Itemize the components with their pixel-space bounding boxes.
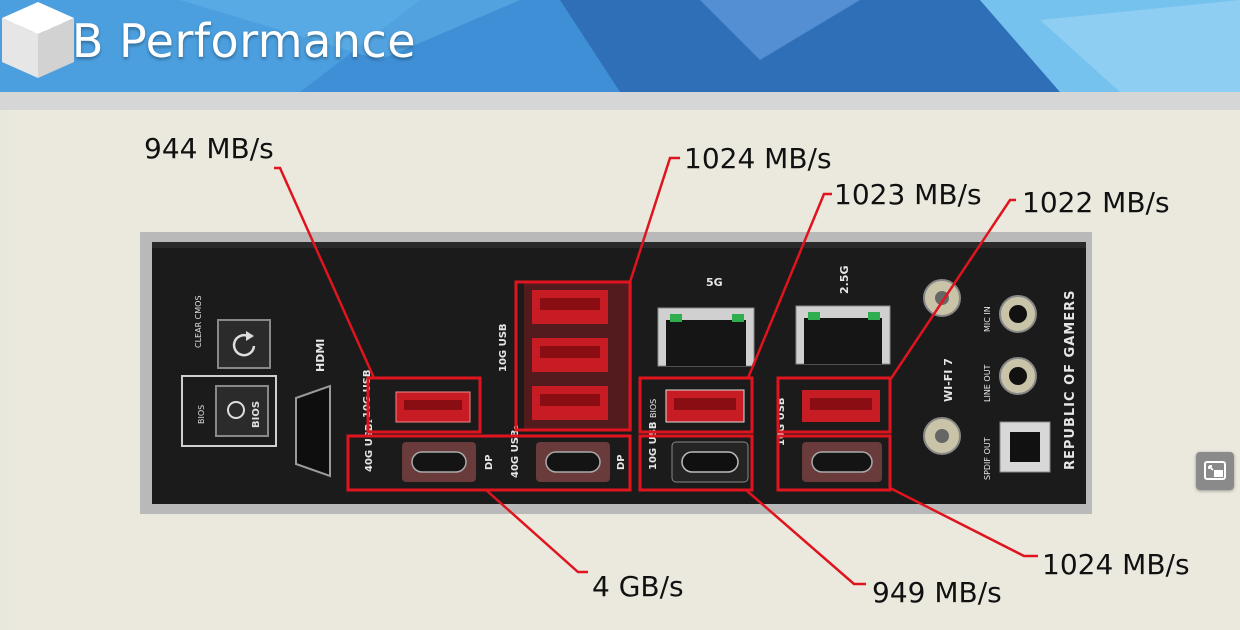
leader-1022	[888, 198, 1016, 381]
measurement-label-4gb: 4 GB/s	[592, 570, 684, 603]
highlight-boxes	[346, 280, 892, 492]
measurement-label-1023: 1023 MB/s	[834, 178, 982, 211]
lan-5g-label: 5G	[706, 276, 723, 289]
picture-in-picture-icon	[1204, 461, 1226, 480]
bios-button-label: BIOS	[251, 401, 262, 428]
hdmi-label: HDMI	[314, 339, 327, 372]
picture-in-picture-button[interactable]	[1196, 452, 1234, 490]
spdif-out-label: SPDIF OUT	[983, 437, 992, 480]
highlight-usb-right	[776, 376, 892, 434]
hdmi-port	[295, 384, 331, 478]
usb40g-1-label: 40G USB₁	[364, 419, 375, 472]
bios-flashback-button	[215, 385, 269, 437]
dp-1-label: DP	[484, 454, 495, 470]
page-title: USB Performance	[8, 14, 417, 68]
lan-25g-label: 2.5G	[838, 265, 851, 294]
highlight-usbc-10g	[638, 434, 754, 492]
leader-1024-bottom	[889, 486, 1038, 558]
highlight-usb10g	[366, 376, 482, 434]
measurement-label-944: 944 MB/s	[144, 132, 274, 165]
highlight-usbc-right	[776, 434, 892, 492]
leader-lines	[274, 156, 1038, 586]
clear-cmos-button	[217, 319, 271, 369]
mic-in-label: MIC IN	[983, 306, 992, 332]
usb40g-2-label: 40G USB₂	[510, 425, 521, 478]
cube-logo-icon	[2, 2, 74, 78]
bios-label: BIOS	[197, 405, 206, 424]
header-banner: USB Performance	[0, 0, 1240, 92]
leader-4gb	[485, 489, 588, 574]
measurement-label-1024-bottom: 1024 MB/s	[1042, 548, 1190, 581]
refresh-icon	[232, 333, 256, 357]
leader-949	[745, 489, 866, 586]
dp-2-label: DP	[616, 454, 627, 470]
header-divider	[0, 92, 1240, 110]
rog-brand-text: REPUBLIC OF GAMERS	[1063, 290, 1078, 470]
leader-1024-top	[628, 156, 680, 283]
sync-icon	[227, 401, 245, 419]
measurement-label-1024-top: 1024 MB/s	[684, 142, 832, 175]
bios-flash-label: BIOS	[649, 399, 658, 418]
highlight-bios-usb	[638, 376, 754, 434]
wifi-label: WI-FI 7	[942, 358, 955, 402]
io-panel-figure: CLEAR CMOS BIOS BIOS HDMI 10G USB 40G US…	[140, 156, 1092, 586]
slide-content: CLEAR CMOS BIOS BIOS HDMI 10G USB 40G US…	[6, 110, 1240, 630]
banner-background	[0, 0, 1240, 92]
highlight-usb40g	[346, 434, 632, 492]
measurement-label-949: 949 MB/s	[872, 576, 1002, 609]
leader-1023	[746, 192, 832, 379]
bios-flashback-frame	[181, 375, 277, 447]
leader-944	[274, 166, 376, 379]
usb10g-right-label: 10G USB	[776, 397, 787, 446]
usb10g-c-label: 10G USB	[648, 421, 659, 470]
usb10g-stack-label: 10G USB	[498, 323, 509, 372]
line-out-label: LINE OUT	[983, 364, 992, 402]
measurement-label-1022: 1022 MB/s	[1022, 186, 1170, 219]
highlight-usb-stack	[514, 280, 632, 432]
clear-cmos-label: CLEAR CMOS	[194, 295, 203, 348]
